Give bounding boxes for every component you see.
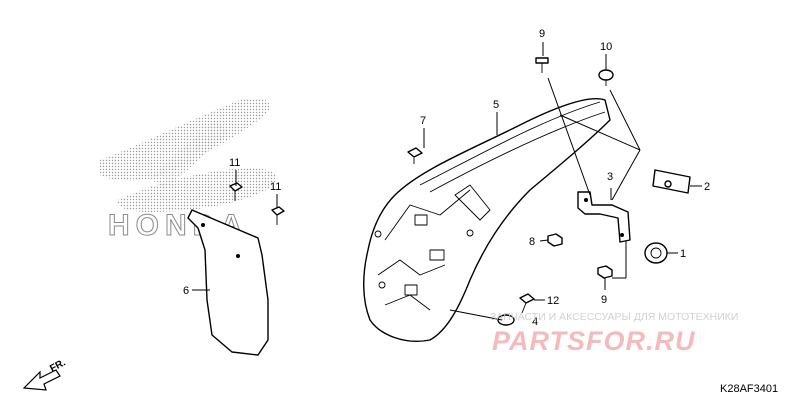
callout-8: 8 [529,236,535,248]
part-1-grommet [644,242,668,264]
part-7-bolt [407,147,423,164]
watermark-tagline: ЗАПЧАСТИ И АКСЕССУАРЫ ДЛЯ МОТОТЕХНИКИ [490,311,738,323]
diagram-code: K28AF3401 [720,383,778,395]
callout-4: 4 [532,316,538,328]
callout-1: 1 [680,248,686,260]
part-11-screw-b [271,206,285,225]
part-5-rear-fender [363,98,611,342]
honda-wing-emblem: HONDA [100,98,278,243]
watermark: ЗАПЧАСТИ И АКСЕССУАРЫ ДЛЯ МОТОТЕХНИКИ PA… [490,311,738,356]
part-3-bracket [577,191,631,243]
callout-5: 5 [493,99,499,111]
callout-3: 3 [607,171,613,183]
watermark-brand: PARTSFOR.RU [492,326,696,356]
part-2-reflector [652,169,691,194]
part-10-fastener-a [535,57,549,73]
part-9-nut [597,265,613,279]
part-4-collar [497,314,515,326]
callout-7: 7 [420,115,426,127]
callouts: 9 10 5 7 3 2 8 1 9 12 4 6 11 11 [183,28,710,328]
front-direction-arrow: FR. [22,357,68,391]
part-8-nut [547,233,563,247]
leader-lines [192,42,702,321]
callout-10a: 9 [539,28,545,40]
part-12-bolt [519,293,535,314]
callout-2: 2 [704,181,710,193]
part-6-side-cover [187,209,269,356]
callout-11a: 11 [229,157,240,169]
callout-6: 6 [183,285,189,297]
callout-10b: 10 [600,41,612,53]
front-label: FR. [48,357,68,374]
part-10-fastener-b [598,69,614,86]
part-11-screw-a [229,182,243,201]
callout-12: 12 [547,295,559,307]
callout-11b: 11 [270,181,281,193]
callout-9: 9 [601,294,607,306]
